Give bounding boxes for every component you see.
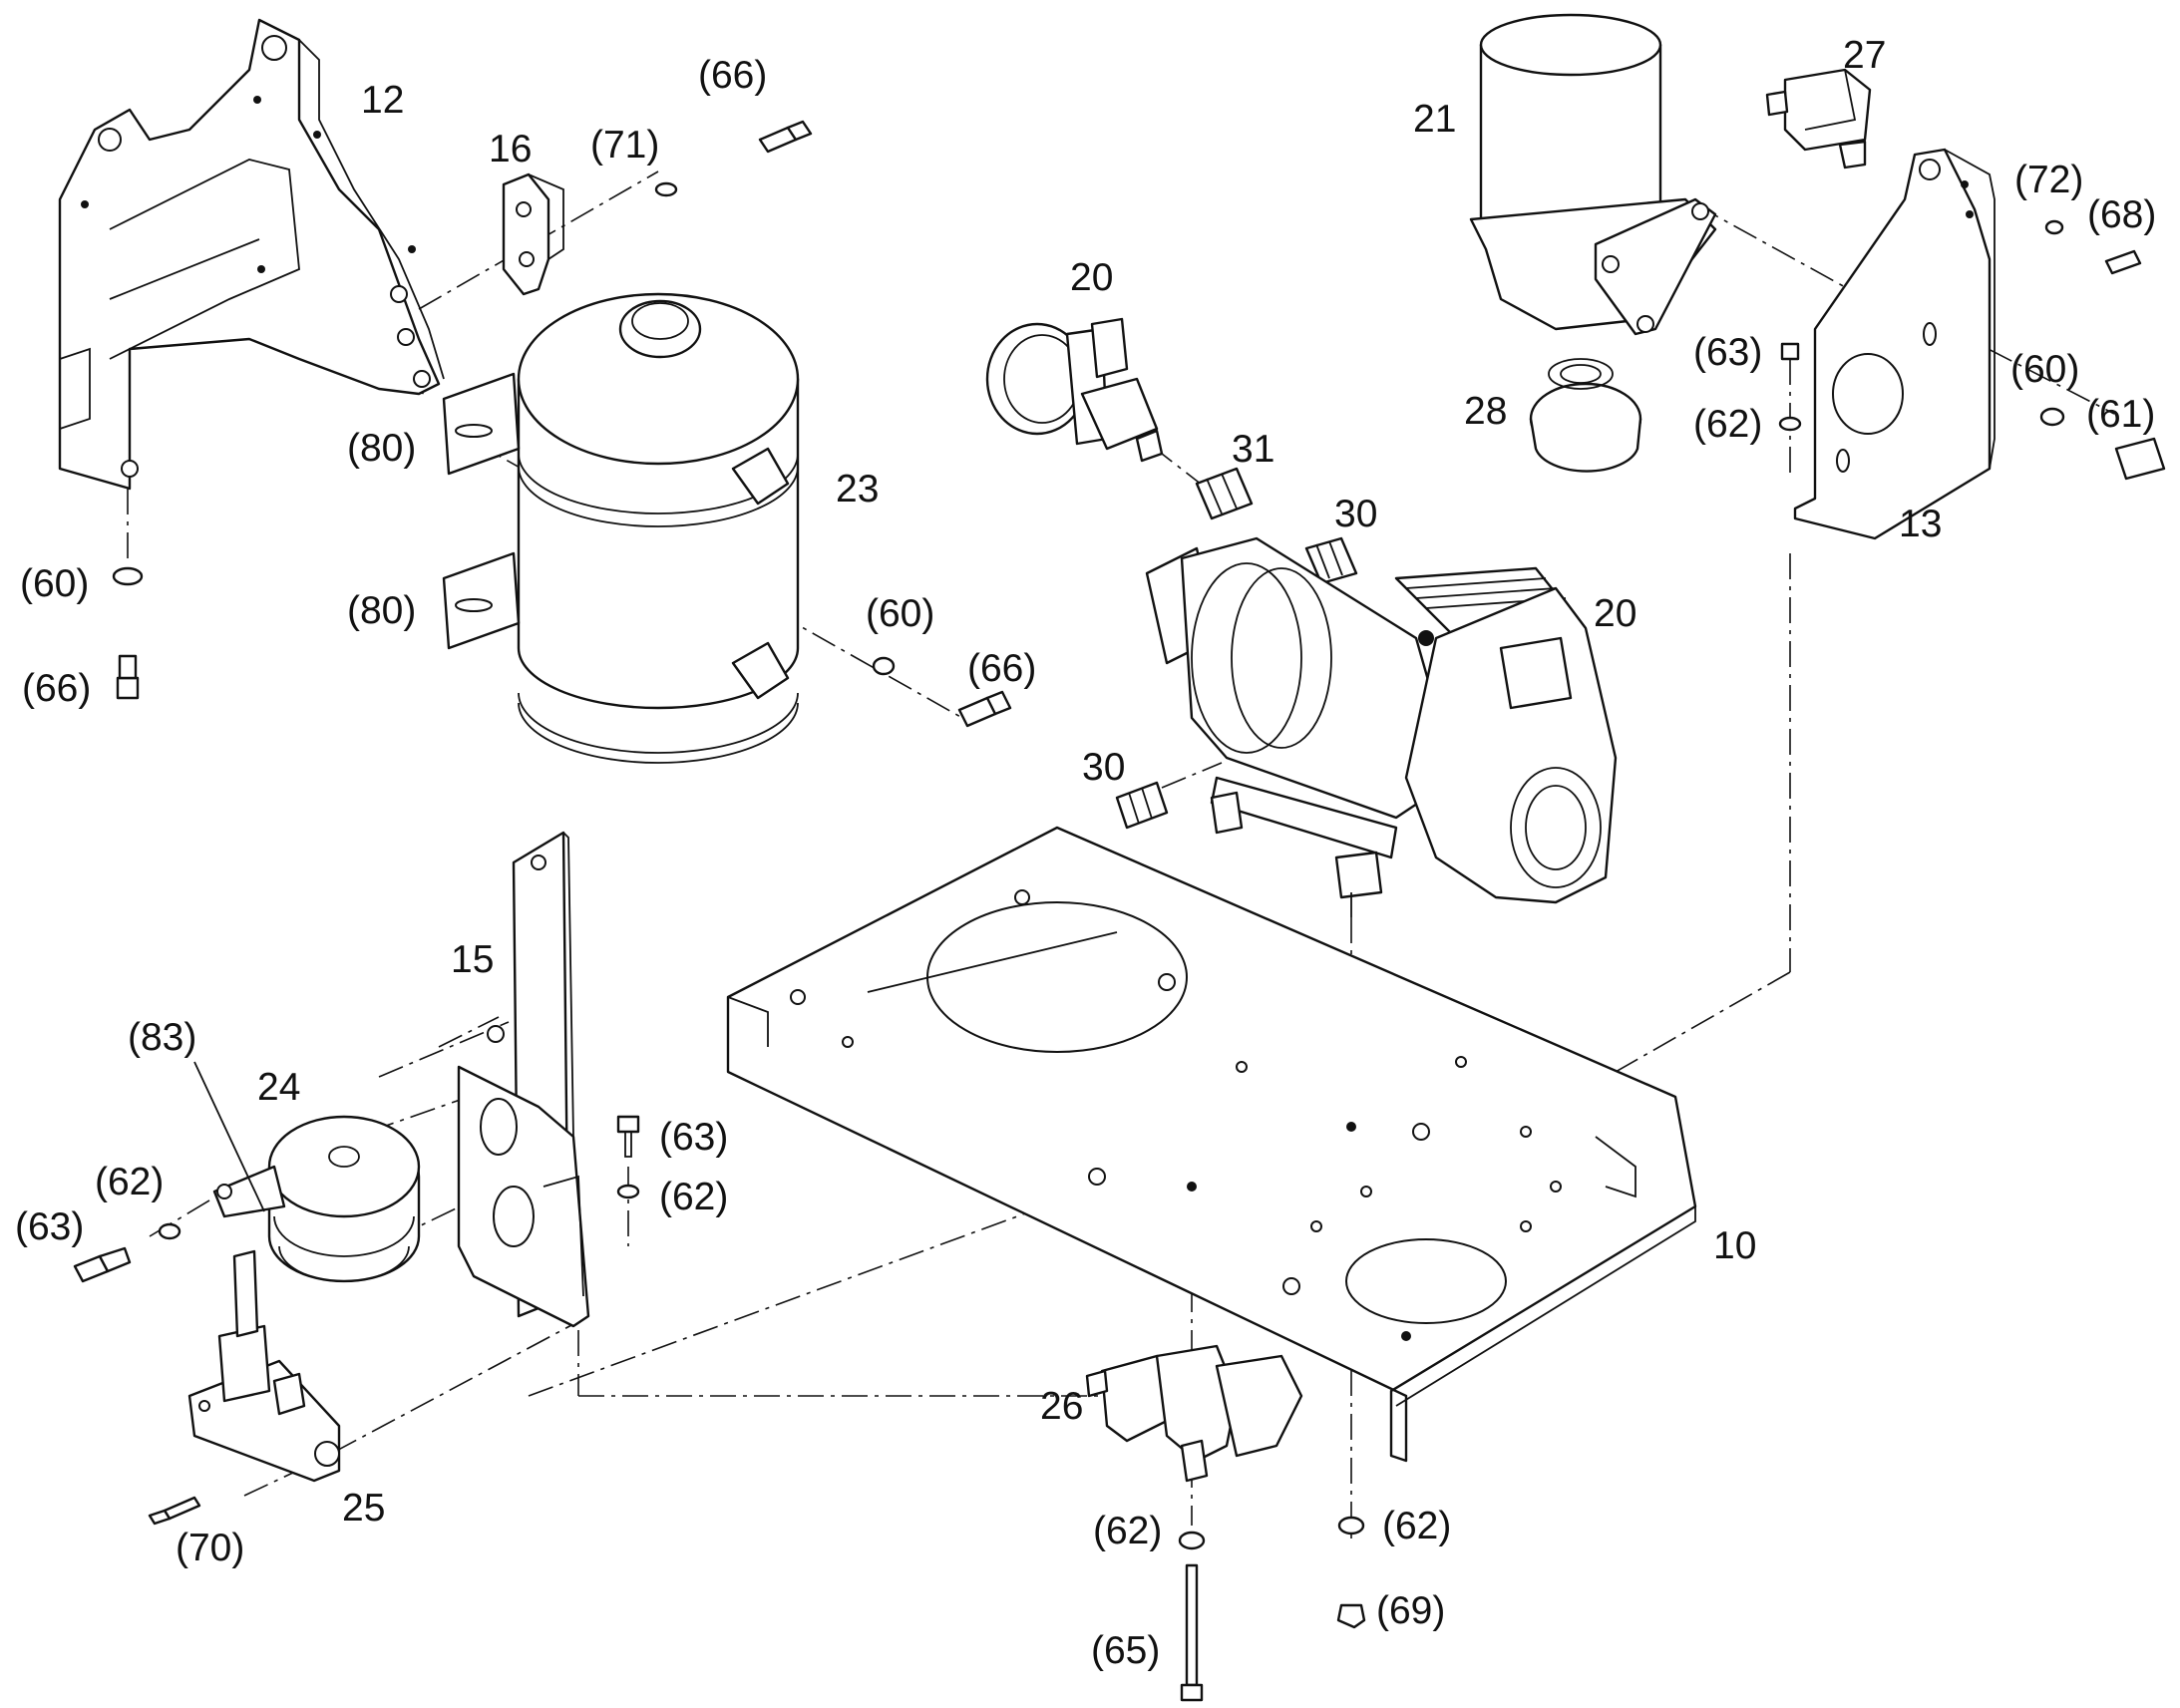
- callout-69: (69): [1376, 1589, 1445, 1632]
- silencer-28: [1529, 358, 1642, 473]
- air-tank-23: [442, 292, 800, 764]
- callout-26: 26: [1040, 1385, 1083, 1428]
- hardware-top-right: [1778, 219, 2166, 481]
- air-dryer-21: [1469, 13, 1717, 336]
- callout-62-valve: (62): [1093, 1510, 1162, 1552]
- bracket-15: [457, 831, 590, 1328]
- callout-10: 10: [1713, 1224, 1756, 1267]
- pressure-gauge-20: [985, 317, 1164, 463]
- callout-28: 28: [1464, 390, 1507, 433]
- callout-62-left: (62): [95, 1161, 164, 1203]
- fitting-30-lower: [1115, 781, 1169, 830]
- callout-71: (71): [590, 124, 659, 167]
- callout-23: 23: [836, 468, 879, 511]
- callout-63-right: (63): [1693, 331, 1762, 374]
- hardware-bottom: [1178, 1516, 1366, 1702]
- compressor-20: [1145, 536, 1618, 917]
- base-plate-10: [726, 826, 1697, 1463]
- callout-83: (83): [128, 1016, 196, 1059]
- callout-66-left: (66): [22, 667, 91, 710]
- callout-27: 27: [1843, 34, 1886, 77]
- callout-60-tank: (60): [866, 592, 934, 635]
- reservoir-24: [212, 1115, 421, 1283]
- callout-15: 15: [451, 938, 494, 981]
- valve-26: [1085, 1344, 1303, 1483]
- callout-61: (61): [2086, 393, 2155, 436]
- callout-66-tank: (66): [967, 647, 1036, 690]
- callout-labels: 10 12 13 15 16 20 20 21 23 24 25 26 27 2…: [15, 34, 2156, 1672]
- callout-30-lower: 30: [1082, 746, 1125, 789]
- callout-60-right: (60): [2010, 348, 2079, 391]
- fitting-31: [1195, 467, 1254, 520]
- callout-13: 13: [1899, 503, 1942, 545]
- bracket-12: [58, 18, 445, 491]
- callout-62-plate: (62): [1382, 1505, 1451, 1547]
- hardware-bracket-15: [616, 1115, 640, 1199]
- hardware-tank: [872, 656, 1012, 728]
- callout-63-left: (63): [15, 1205, 84, 1248]
- callout-68: (68): [2087, 193, 2156, 236]
- callout-80-lower: (80): [347, 589, 416, 632]
- fitting-30-upper: [1304, 536, 1358, 585]
- callout-72: (72): [2014, 159, 2083, 201]
- callout-20-compressor: 20: [1594, 592, 1636, 635]
- hardware-top-left: [112, 120, 813, 700]
- leader-83: [193, 1061, 265, 1212]
- callout-60-left: (60): [20, 562, 89, 605]
- callout-65: (65): [1091, 1629, 1160, 1672]
- callout-62-right: (62): [1693, 403, 1762, 446]
- callout-66-top: (66): [698, 54, 767, 97]
- callout-62-bracket15: (62): [659, 1176, 728, 1218]
- callout-21: 21: [1413, 98, 1456, 141]
- hardware-24: [73, 1222, 182, 1283]
- bolt-70: [148, 1496, 201, 1526]
- callout-24: 24: [257, 1066, 300, 1109]
- valve-block-25: [187, 1249, 341, 1483]
- bracket-13: [1793, 148, 1996, 540]
- callout-25: 25: [342, 1487, 385, 1530]
- callout-70: (70): [176, 1527, 244, 1569]
- bracket-16: [502, 172, 564, 296]
- callout-30-upper: 30: [1334, 493, 1377, 535]
- pressure-switch-27: [1765, 68, 1872, 170]
- callout-80-upper: (80): [347, 427, 416, 470]
- callout-16: 16: [489, 128, 532, 171]
- callout-31: 31: [1232, 428, 1274, 471]
- callout-63-bracket15: (63): [659, 1116, 728, 1159]
- callout-12: 12: [361, 79, 404, 122]
- callout-20-gauge: 20: [1070, 256, 1113, 299]
